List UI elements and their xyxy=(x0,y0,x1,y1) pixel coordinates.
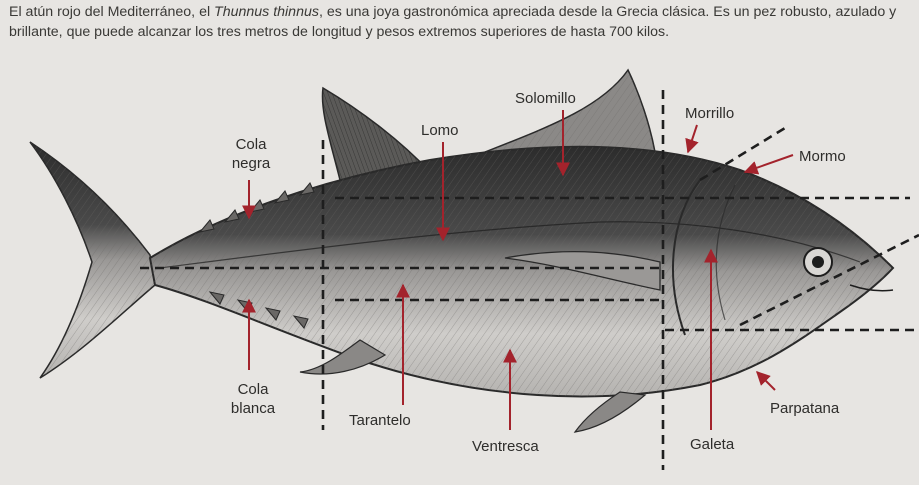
arrow-mormo xyxy=(743,154,794,175)
pectoral-fin xyxy=(504,250,661,291)
intro-text-start: El atún rojo del Mediterráneo, el xyxy=(9,4,215,20)
first-dorsal-fin xyxy=(321,86,432,181)
intro-text-end: , es una joya gastronómica apreciada des… xyxy=(9,4,897,40)
tail-fin xyxy=(29,141,156,379)
label-cola-blanca: Cola blanca xyxy=(222,380,284,418)
label-morrillo: Morrillo xyxy=(685,105,735,122)
label-cola-negra-line2: negra xyxy=(231,155,271,172)
cut-line-jaw xyxy=(739,233,919,327)
label-tarantelo: Tarantelo xyxy=(349,412,411,429)
second-dorsal-fin xyxy=(469,68,656,159)
label-cola-negra-line1: Cola xyxy=(235,136,267,153)
intro-paragraph: El atún rojo del Mediterráneo, el Thunnu… xyxy=(9,2,909,42)
ventral-fins xyxy=(299,339,647,433)
label-lomo: Lomo xyxy=(421,122,459,139)
species-name: Thunnus thinnus xyxy=(214,4,319,20)
label-arrows xyxy=(242,110,794,430)
label-solomillo: Solomillo xyxy=(515,90,576,107)
label-mormo: Mormo xyxy=(799,148,846,165)
label-parpatana: Parpatana xyxy=(770,400,840,417)
label-cola-blanca-line2: blanca xyxy=(230,400,276,417)
label-galeta: Galeta xyxy=(690,436,735,453)
cut-line-neck xyxy=(699,126,786,182)
label-cola-negra: Cola negra xyxy=(220,135,282,173)
arrow-parpatana xyxy=(756,371,776,391)
label-ventresca: Ventresca xyxy=(472,438,539,455)
fish-body xyxy=(148,145,895,398)
arrow-morrillo xyxy=(685,124,699,154)
finlets xyxy=(198,182,315,329)
cut-lines xyxy=(140,90,919,470)
label-cola-blanca-line1: Cola xyxy=(237,381,269,398)
